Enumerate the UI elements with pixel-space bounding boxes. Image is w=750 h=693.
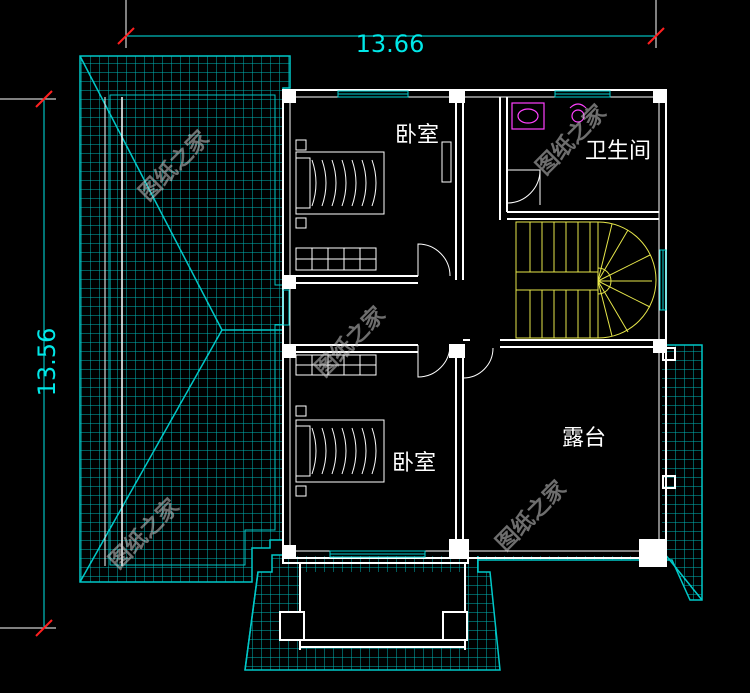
room-label-bedroom-lower: 卧室 [392, 451, 436, 476]
left-dimension: 13.56 [0, 90, 61, 637]
room-label-terrace: 露台 [562, 426, 606, 451]
windows [282, 90, 667, 558]
top-dimension: 13.66 [117, 0, 665, 58]
room-label-bedroom-upper: 卧室 [395, 123, 439, 148]
interior-floor [287, 96, 662, 647]
lower-bed [295, 405, 385, 497]
height-dimension-label: 13.56 [33, 328, 61, 397]
upper-bed [295, 139, 385, 229]
staircase [515, 221, 657, 339]
bathroom-fixtures [511, 102, 587, 130]
room-label-bathroom: 卫生间 [585, 139, 651, 164]
left-roof [79, 55, 291, 583]
width-dimension-label: 13.66 [356, 30, 425, 58]
doors [417, 169, 541, 379]
lower-wardrobe [295, 354, 377, 376]
upper-wardrobe [295, 141, 452, 271]
